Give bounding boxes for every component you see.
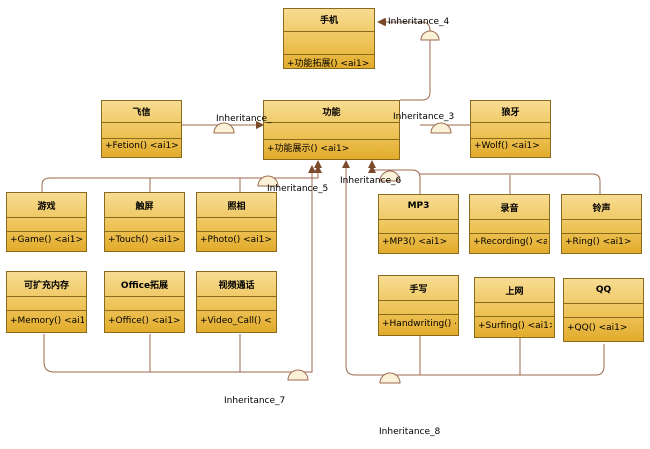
divider [284, 54, 374, 55]
divider [379, 314, 458, 315]
class-office[interactable]: Office拓展 +Office() <ai1> [104, 271, 185, 333]
divider [197, 310, 276, 311]
class-name: 手机 [319, 16, 338, 26]
class-operation: +功能拓展() <ai1> [287, 59, 370, 69]
class-name: 铃声 [592, 204, 611, 214]
inheritance-feixin-label: Inheritance_ [216, 114, 272, 124]
class-name: 游戏 [37, 202, 56, 212]
class-zhaoxiang[interactable]: 照相 +Photo() <ai1> [196, 192, 277, 252]
divider [264, 139, 399, 140]
divider [379, 219, 458, 220]
class-operation: +Ring() <ai1> [565, 237, 632, 247]
divider [7, 296, 86, 297]
class-shangwang[interactable]: 上网 +Surfing() <ai1> [474, 277, 555, 338]
class-langya[interactable]: 狼牙 +Wolf() <ai1> [470, 100, 551, 158]
class-operation: +Office() <ai1> [108, 316, 181, 326]
class-operation: +Wolf() <ai1> [474, 141, 540, 151]
divider [470, 219, 549, 220]
inheritance-4-label: Inheritance_4 [388, 17, 450, 27]
class-name: 飞信 [132, 108, 151, 118]
class-operation: +Fetion() <ai1> [105, 141, 179, 151]
divider [379, 300, 458, 301]
class-shipin[interactable]: 视频通话 +Video_Call() < [196, 271, 277, 333]
divider [197, 231, 276, 232]
divider [105, 217, 184, 218]
class-shouji[interactable]: 手机 +功能拓展() <ai1> [283, 8, 375, 69]
class-shouxie[interactable]: 手写 +Handwriting() < [378, 275, 459, 336]
divider [7, 231, 86, 232]
class-name: 录音 [500, 204, 519, 214]
class-operation: +Surfing() <ai1> [478, 321, 552, 331]
divider [7, 310, 86, 311]
class-operation: +Touch() <ai1> [108, 235, 181, 245]
divider [471, 138, 550, 139]
divider [564, 317, 643, 318]
divider [102, 138, 181, 139]
inheritance-5-label: Inheritance_5 [267, 184, 329, 194]
inheritance-3-label: Inheritance_3 [393, 112, 455, 122]
class-mp3[interactable]: MP3 +MP3() <ai1> [378, 194, 459, 254]
divider [197, 217, 276, 218]
divider [562, 233, 641, 234]
class-neicun[interactable]: 可扩充内存 +Memory() <ai1 [6, 271, 87, 333]
class-lingsheng[interactable]: 铃声 +Ring() <ai1> [561, 194, 642, 254]
divider [475, 302, 554, 303]
class-operation: +Handwriting() < [382, 319, 456, 329]
class-operation: +Video_Call() < [200, 316, 272, 326]
class-name: 功能 [322, 108, 341, 118]
class-name: 触屏 [135, 202, 154, 212]
class-operation: +Memory() <ai1 [10, 316, 84, 326]
class-operation: +QQ() <ai1> [567, 323, 628, 333]
divider [470, 233, 549, 234]
class-feixin[interactable]: 飞信 +Fetion() <ai1> [101, 100, 182, 158]
divider [475, 316, 554, 317]
divider [105, 310, 184, 311]
divider [564, 303, 643, 304]
class-gongneng[interactable]: 功能 +功能展示() <ai1> [263, 100, 400, 160]
class-operation: +Game() <ai1> [10, 235, 84, 245]
class-luyin[interactable]: 录音 +Recording() <a [469, 194, 550, 254]
class-youxi[interactable]: 游戏 +Game() <ai1> [6, 192, 87, 252]
divider [284, 31, 374, 32]
class-qq[interactable]: QQ +QQ() <ai1> [563, 278, 644, 342]
divider [379, 233, 458, 234]
class-operation: +Photo() <ai1> [200, 235, 272, 245]
class-name: 上网 [505, 287, 524, 297]
class-name: 可扩充内存 [23, 281, 69, 291]
class-chuping[interactable]: 触屏 +Touch() <ai1> [104, 192, 185, 252]
inheritance-7-label: Inheritance_7 [224, 396, 286, 406]
divider [471, 122, 550, 123]
class-name: MP3 [407, 201, 430, 211]
class-name: 照相 [227, 202, 246, 212]
divider [105, 296, 184, 297]
divider [197, 296, 276, 297]
class-operation: +MP3() <ai1> [382, 237, 448, 247]
divider [562, 219, 641, 220]
divider [7, 217, 86, 218]
inheritance-8-label: Inheritance_8 [379, 427, 441, 437]
inheritance-6-label: Inheritance_6 [340, 176, 402, 186]
class-operation: +功能展示() <ai1> [267, 144, 350, 154]
class-name: 手写 [409, 285, 428, 295]
class-name: 狼牙 [501, 108, 520, 118]
divider [102, 122, 181, 123]
class-name: 视频通话 [218, 281, 255, 291]
class-operation: +Recording() <a [473, 237, 547, 247]
divider [264, 122, 399, 123]
class-name: Office拓展 [120, 281, 169, 291]
divider [105, 231, 184, 232]
class-name: QQ [595, 285, 612, 295]
